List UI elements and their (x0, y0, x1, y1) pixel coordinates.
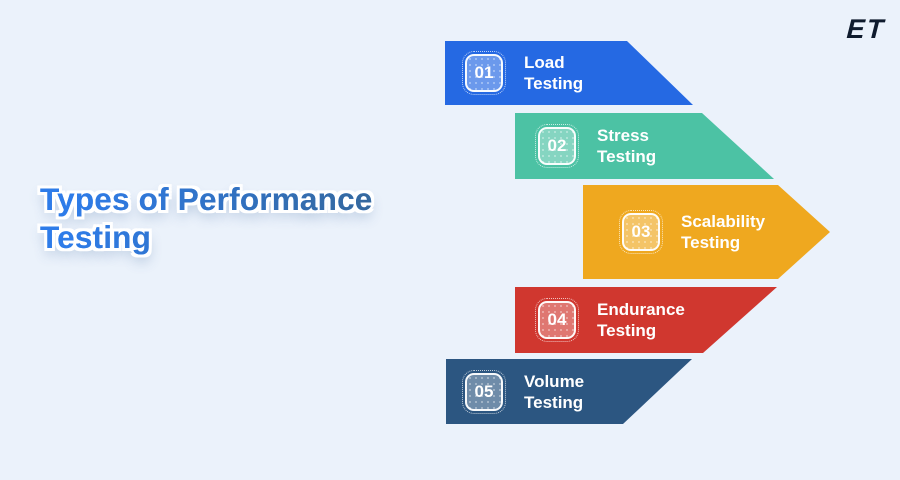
banner-label-line2: Testing (597, 321, 657, 340)
banner-label-line1: Endurance (597, 300, 685, 319)
banner-label-line2: Testing (681, 233, 741, 252)
step-badge-04: 04 (535, 298, 579, 342)
step-badge-05: 05 (462, 369, 506, 414)
banner-label-line1: Scalability (681, 212, 766, 231)
banner-label-volume: Volume Testing (524, 371, 584, 413)
page-title-outline: Types of Performance Testing (40, 180, 440, 256)
brand-logo-text: ET (843, 13, 890, 44)
banner-label-line1: Stress (597, 126, 649, 145)
banner-label-line2: Testing (597, 147, 657, 166)
banner-endurance-testing: 04 Endurance Testing (515, 287, 777, 353)
banner-stress-testing: 02 Stress Testing (515, 113, 774, 179)
page-title: Types of Performance Testing Types of Pe… (40, 180, 440, 270)
banner-label-scalability: Scalability Testing (681, 211, 765, 253)
banner-volume-testing: 05 Volume Testing (446, 359, 692, 424)
banner-scalability-testing: 03 Scalability Testing (583, 185, 830, 279)
banner-load-testing: 01 Load Testing (445, 41, 693, 105)
step-number-01: 01 (474, 63, 494, 82)
banner-label-line2: Testing (524, 74, 584, 93)
banner-label-line1: Load (524, 53, 565, 72)
brand-logo: ET (844, 12, 890, 46)
step-number-05: 05 (474, 381, 494, 401)
step-number-02: 02 (547, 136, 567, 155)
banner-label-line1: Volume (524, 371, 585, 391)
banner-label-stress: Stress Testing (597, 125, 656, 167)
step-number-03: 03 (631, 222, 651, 241)
banner-label-line2: Testing (524, 392, 584, 412)
step-badge-02: 02 (535, 124, 579, 168)
step-number-04: 04 (547, 310, 567, 329)
page-title-text: Types of Performance Testing (40, 180, 440, 256)
step-badge-01: 01 (462, 51, 506, 95)
banner-label-load: Load Testing (524, 52, 583, 94)
banner-label-endurance: Endurance Testing (597, 299, 685, 341)
step-badge-03: 03 (619, 210, 663, 254)
